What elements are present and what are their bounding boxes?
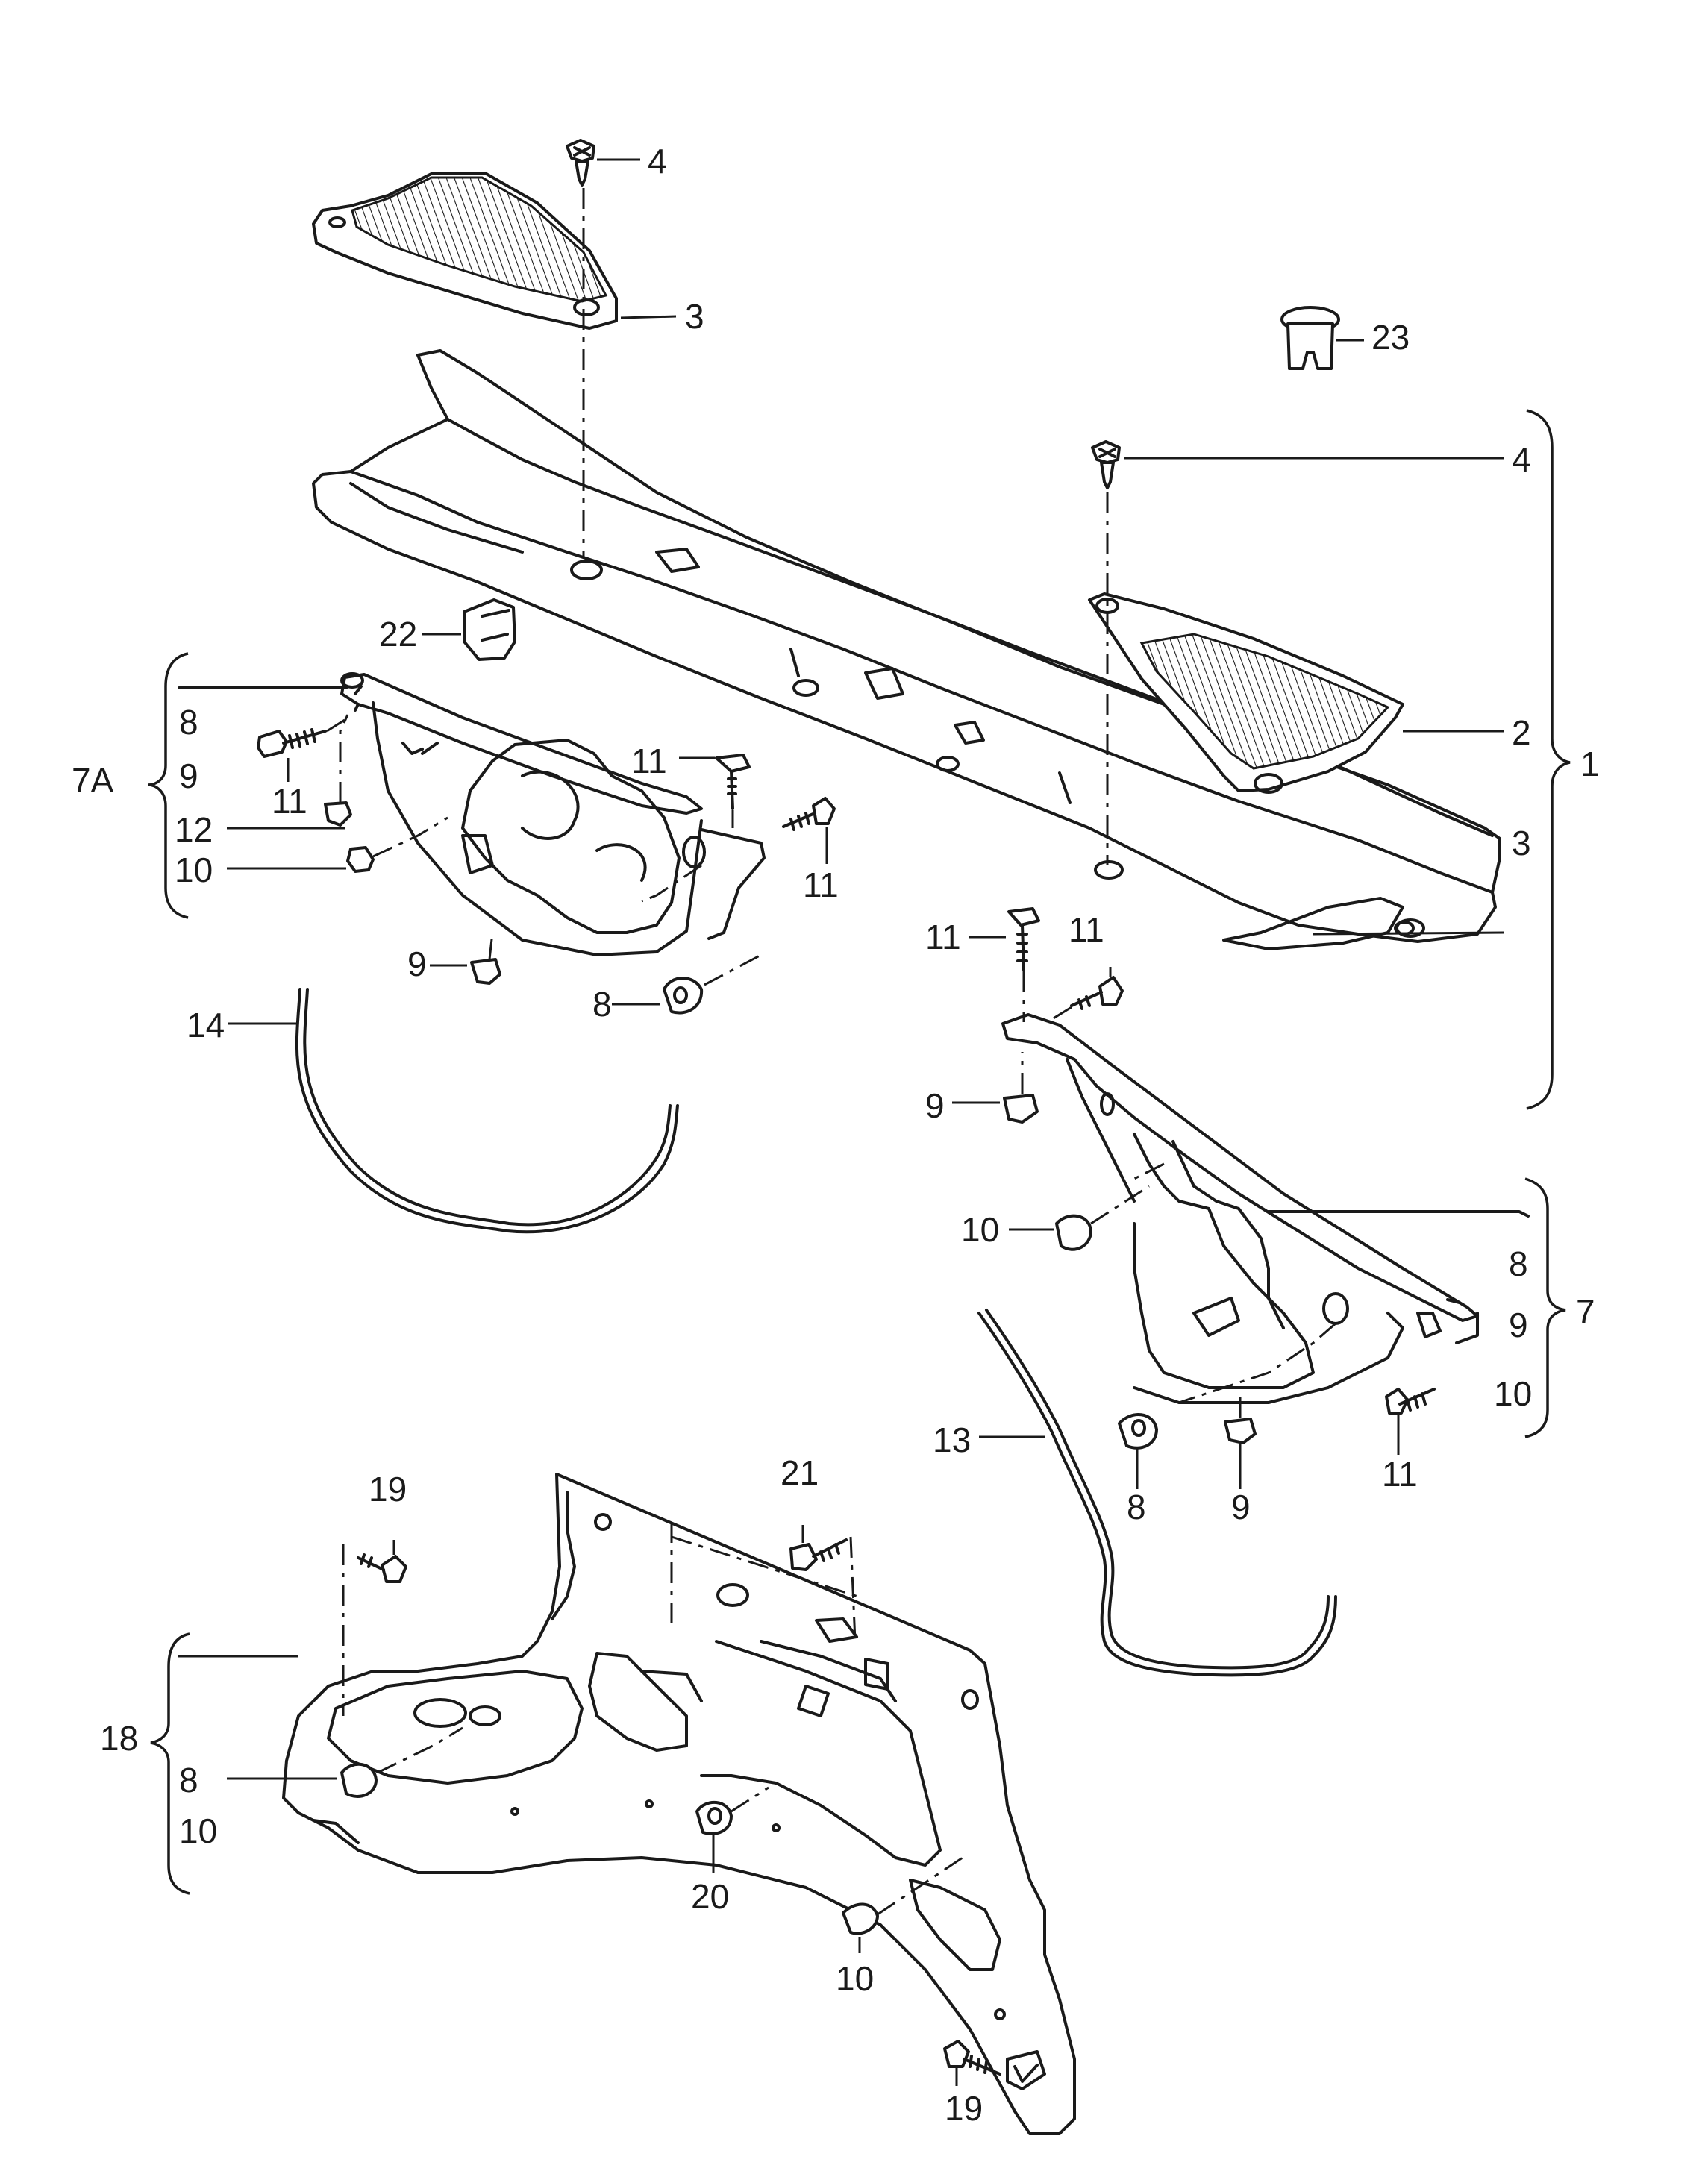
callout-c-9-b: 9: [925, 1086, 945, 1125]
left-cowl-grille-part: [312, 172, 618, 330]
callout-c-8-b: 8: [1127, 1488, 1146, 1526]
brace-7a: [147, 652, 189, 919]
callout-c-20: 20: [691, 1877, 729, 1916]
callout-c-3-top: 3: [685, 297, 704, 336]
callout-c-7: 7: [1576, 1292, 1595, 1331]
callout-c-7a-9: 9: [179, 756, 198, 795]
brace-18: [150, 1632, 190, 1895]
callout-c-10-c: 10: [836, 1959, 874, 1998]
callout-c-11-f: 11: [1382, 1455, 1418, 1494]
callout-c-21: 21: [781, 1453, 819, 1492]
nut-icon: [1118, 1413, 1158, 1489]
callout-c-18-10: 10: [179, 1811, 217, 1850]
nut-icon: [842, 1856, 963, 1953]
brace-7: [1524, 1177, 1566, 1438]
callout-c-9-a: 9: [407, 945, 427, 983]
callout-c-22: 22: [379, 615, 417, 654]
nut-icon: [227, 1726, 463, 1798]
screw-icon: [1385, 1388, 1436, 1455]
callout-c-7-10: 10: [1494, 1374, 1532, 1413]
right-seal-part: [1001, 1013, 1530, 1404]
nut-icon: [612, 953, 762, 1015]
clip-icon: [422, 598, 516, 661]
callout-c-11-c: 11: [803, 865, 839, 904]
callout-c-7-8: 8: [1509, 1244, 1528, 1283]
screw-icon: [943, 2040, 1001, 2086]
callout-c-7a: 7A: [72, 761, 114, 800]
callout-c-11-e: 11: [1069, 910, 1104, 949]
callout-c-23: 23: [1371, 318, 1410, 357]
callout-c-7a-8: 8: [179, 703, 198, 742]
callout-c-10-b: 10: [961, 1210, 999, 1249]
callout-c-4-top: 4: [648, 142, 667, 181]
clip-icon: [430, 932, 501, 985]
callout-c-18: 18: [100, 1719, 138, 1758]
callout-c-11-a: 11: [272, 782, 307, 821]
callout-c-18-8: 8: [179, 1761, 198, 1799]
callout-c-4-right: 4: [1512, 440, 1531, 479]
callout-c-10-a: 10: [175, 851, 213, 889]
nut-icon: [1009, 1185, 1150, 1251]
clip-icon: [566, 139, 595, 187]
callout-c-8-a: 8: [592, 985, 612, 1024]
hose-part: [977, 1309, 1337, 1677]
hose-part: [228, 988, 679, 1234]
clip-icon: [952, 1052, 1039, 1124]
clip-icon: [227, 714, 352, 830]
bottom-cover-part: [282, 1473, 1076, 2135]
screw-icon: [357, 1540, 407, 1583]
callout-c-9-c: 9: [1231, 1488, 1251, 1526]
brace-1: [1526, 409, 1571, 1110]
screw-icon: [782, 797, 836, 864]
screw-icon: [1051, 967, 1124, 1021]
nut-icon: [227, 816, 448, 873]
right-cowl-grille-part: [1088, 592, 1404, 794]
callout-c-3-right: 3: [1512, 824, 1531, 862]
callout-c-19-bottom: 19: [945, 2089, 983, 2128]
callout-c-11-d: 11: [925, 918, 961, 956]
callout-c-13: 13: [933, 1420, 971, 1459]
callout-c-12: 12: [175, 810, 213, 849]
callout-c-14: 14: [187, 1006, 225, 1044]
left-seal-part: [178, 672, 766, 956]
clip-icon: [1091, 440, 1121, 489]
plenum-panel-part: [312, 349, 1501, 950]
screw-icon: [969, 907, 1040, 1022]
callout-c-19-top: 19: [369, 1470, 407, 1509]
grommet-icon: [1280, 306, 1364, 370]
nut-icon: [695, 1786, 769, 1873]
clip-icon: [1224, 1394, 1257, 1489]
screw-icon: [789, 1525, 848, 1571]
screw-icon: [257, 715, 351, 782]
callout-c-7-9: 9: [1509, 1306, 1528, 1344]
callout-c-1: 1: [1580, 745, 1600, 783]
callout-c-11-b: 11: [631, 742, 667, 780]
callout-c-2: 2: [1512, 713, 1531, 752]
screw-icon: [679, 754, 751, 828]
